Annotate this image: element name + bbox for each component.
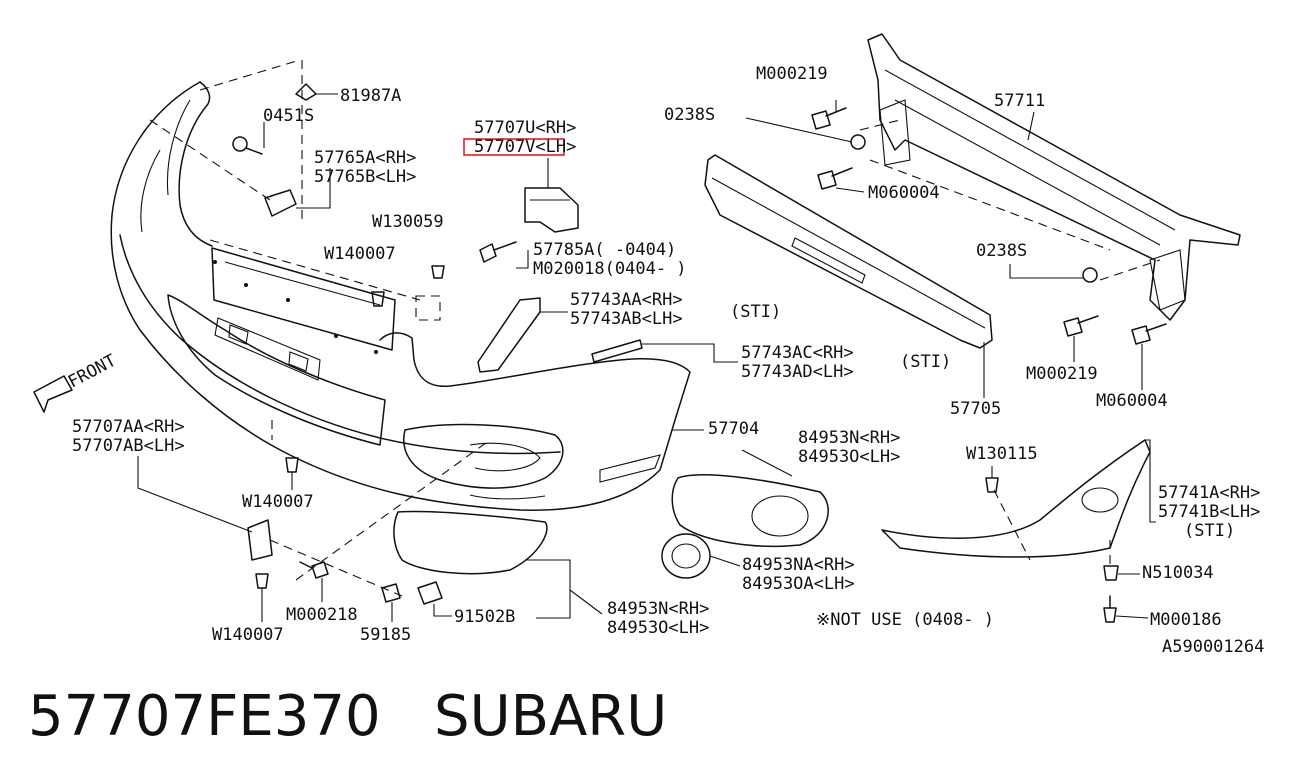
- label-84953O-lamp: 84953O<LH>: [798, 447, 900, 467]
- label-W130059: W130059: [372, 212, 444, 232]
- part-caption: 57707FE370 SUBARU: [28, 684, 667, 749]
- highlight-box: [463, 138, 565, 156]
- label-W140007-lower: W140007: [212, 625, 284, 645]
- label-57705: 57705: [950, 399, 1001, 419]
- label-M000218: M000218: [286, 605, 358, 625]
- label-57741A: 57741A<RH>: [1158, 483, 1260, 503]
- label-57707AA: 57707AA<RH>: [72, 417, 185, 437]
- label-57707U: 57707U<RH>: [474, 118, 576, 138]
- part-number: 57707FE370: [28, 684, 381, 749]
- label-W140007-upper: W140007: [324, 244, 396, 264]
- label-91502B: 91502B: [454, 607, 515, 627]
- label-W140007-middle: W140007: [242, 492, 314, 512]
- label-M060004-upper: M060004: [868, 183, 940, 203]
- label-81987A: 81987A: [340, 86, 401, 106]
- label-59185: 59185: [360, 625, 411, 645]
- label-84953OA: 84953OA<LH>: [742, 574, 855, 594]
- label-sti-2: (STI): [900, 352, 951, 372]
- label-57711: 57711: [994, 91, 1045, 111]
- label-57743AB: 57743AB<LH>: [570, 309, 683, 329]
- assembly-lines: [149, 59, 1161, 597]
- label-M060004-lower: M060004: [1096, 391, 1168, 411]
- label-84953N-lamp: 84953N<RH>: [798, 428, 900, 448]
- label-57704: 57704: [708, 419, 759, 439]
- label-0238S-lower: 0238S: [976, 241, 1027, 261]
- label-M000219-upper: M000219: [756, 64, 828, 84]
- label-57707AB: 57707AB<LH>: [72, 436, 185, 456]
- label-M000219-lower: M000219: [1026, 364, 1098, 384]
- label-sti-3: (STI): [1184, 521, 1235, 541]
- brand-name: SUBARU: [434, 684, 668, 749]
- label-57707V: 57707V<LH>: [474, 137, 576, 157]
- label-0238S-upper: 0238S: [664, 105, 715, 125]
- label-sti-1: (STI): [730, 302, 781, 322]
- label-57765A: 57765A<RH>: [314, 148, 416, 168]
- label-57743AA: 57743AA<RH>: [570, 290, 683, 310]
- label-W130115: W130115: [966, 444, 1038, 464]
- label-57743AC: 57743AC<RH>: [741, 343, 854, 363]
- label-84953O-cover: 84953O<LH>: [607, 618, 709, 638]
- label-0451S: 0451S: [263, 106, 314, 126]
- label-N510034: N510034: [1142, 563, 1214, 583]
- label-57743AD: 57743AD<LH>: [741, 362, 854, 382]
- fasteners-drawing: [33, 83, 1167, 623]
- label-84953NA: 84953NA<RH>: [742, 555, 855, 575]
- callout-labels: 81987A 0451S 57765A<RH> 57765B<LH> 57707…: [65, 64, 1264, 657]
- label-84953N-cover: 84953N<RH>: [607, 599, 709, 619]
- label-not-use-note: ※NOT USE (0408- ): [816, 610, 994, 630]
- label-57785A: 57785A( -0404): [533, 240, 676, 260]
- label-57741B: 57741B<LH>: [1158, 502, 1260, 522]
- leader-lines: [137, 93, 1156, 622]
- label-57765B: 57765B<LH>: [314, 167, 416, 187]
- label-M000186: M000186: [1150, 610, 1222, 630]
- label-M020018: M020018(0404- ): [533, 259, 687, 279]
- reinforcement-drawing: [704, 33, 1241, 349]
- bumper-cover-drawing: [110, 81, 691, 511]
- label-front: FRONT: [65, 351, 120, 393]
- label-figure-code: A590001264: [1162, 637, 1264, 657]
